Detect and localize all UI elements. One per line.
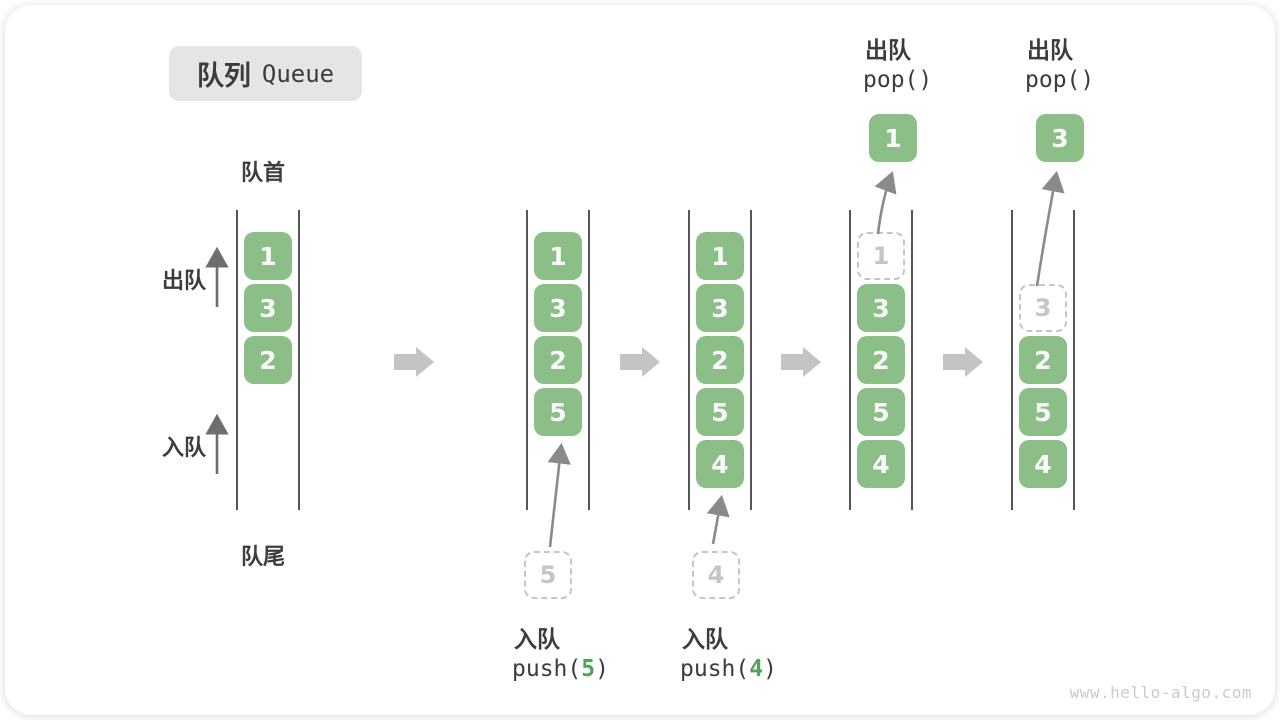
queue-element: 2 (696, 336, 744, 384)
enqueue-op-code: push(5) (512, 656, 609, 682)
queue-element: 1 (696, 232, 744, 280)
removed-element-placeholder: 1 (857, 232, 905, 280)
queue-element: 1 (534, 232, 582, 280)
state-transition-arrow (620, 347, 660, 377)
queue-element: 5 (696, 388, 744, 436)
label-queue-front: 队首 (241, 161, 286, 186)
popped-element: 1 (869, 114, 917, 162)
push-4-arrow (706, 494, 730, 545)
enqueue-op-label: 入队 (514, 627, 560, 653)
queue-wall (1073, 210, 1075, 510)
queue-wall (688, 210, 690, 510)
queue-wall (911, 210, 913, 510)
queue-element: 2 (244, 336, 292, 384)
queue-element: 5 (857, 388, 905, 436)
queue-element: 4 (1019, 440, 1067, 488)
queue-element: 3 (857, 284, 905, 332)
state-transition-arrow (394, 347, 434, 377)
queue-wall (298, 210, 300, 510)
incoming-element-placeholder: 5 (524, 551, 572, 599)
label-queue-rear: 队尾 (241, 545, 286, 570)
dequeue-op-code: pop() (863, 67, 933, 93)
enqueue-op-label: 入队 (682, 627, 728, 653)
code-fn: push( (512, 656, 582, 682)
label-enqueue-left: 入队 (162, 436, 207, 461)
queue-element: 3 (696, 284, 744, 332)
popped-element: 3 (1036, 114, 1084, 162)
code-close: ) (595, 656, 609, 682)
pop-1-arrow (874, 171, 897, 235)
state-transition-arrow (943, 347, 983, 377)
queue-wall (526, 210, 528, 510)
queue-element: 3 (534, 284, 582, 332)
diagram-title: 队列 Queue (169, 46, 362, 101)
queue-element: 5 (534, 388, 582, 436)
code-close: ) (763, 656, 777, 682)
queue-wall (750, 210, 752, 510)
title-en: Queue (261, 59, 335, 88)
queue-element: 2 (1019, 336, 1067, 384)
push-5-arrow (547, 442, 571, 548)
label-dequeue-left: 出队 (162, 269, 207, 294)
code-arg: 4 (749, 656, 764, 682)
queue-wall (588, 210, 590, 510)
queue-element: 1 (244, 232, 292, 280)
queue-element: 2 (534, 336, 582, 384)
code-arg: 5 (581, 656, 596, 682)
watermark: www.hello-algo.com (1069, 683, 1252, 702)
queue-element: 5 (1019, 388, 1067, 436)
incoming-element-placeholder: 4 (692, 551, 740, 599)
pop-3-arrow (1035, 170, 1065, 287)
queue-element: 2 (857, 336, 905, 384)
queue-wall (236, 210, 238, 510)
queue-wall (849, 210, 851, 510)
queue-element: 4 (696, 440, 744, 488)
state-transition-arrow (781, 347, 821, 377)
enqueue-op-code: push(4) (680, 656, 777, 682)
code-fn: push( (680, 656, 750, 682)
queue-element: 3 (244, 284, 292, 332)
dequeue-op-code: pop() (1025, 67, 1095, 93)
queue-wall (1011, 210, 1013, 510)
dequeue-op-label: 出队 (865, 38, 911, 64)
dequeue-op-label: 出队 (1027, 38, 1073, 64)
title-zh: 队列 (196, 61, 251, 92)
removed-element-placeholder: 3 (1019, 284, 1067, 332)
queue-element: 4 (857, 440, 905, 488)
